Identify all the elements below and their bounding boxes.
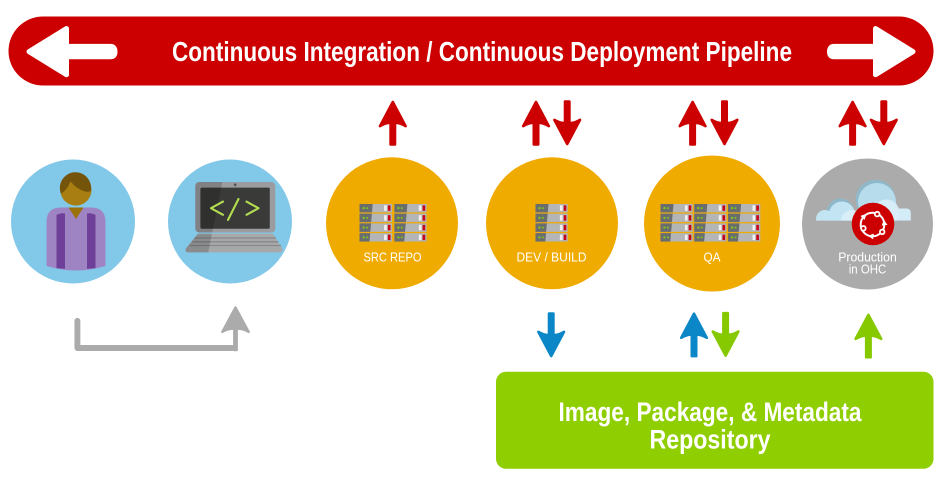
svg-text:Image, Package, & Metadata: Image, Package, & Metadata [559,397,863,427]
svg-text:Production: Production [838,251,897,265]
svg-text:QA: QA [704,251,722,265]
svg-text:SRC REPO: SRC REPO [364,251,422,265]
svg-text:in OHC: in OHC [849,263,887,277]
svg-text:Continuous Integration / Conti: Continuous Integration / Continuous Depl… [172,36,792,67]
svg-text:Repository: Repository [650,425,771,455]
svg-text:DEV / BUILD: DEV / BUILD [517,251,587,265]
